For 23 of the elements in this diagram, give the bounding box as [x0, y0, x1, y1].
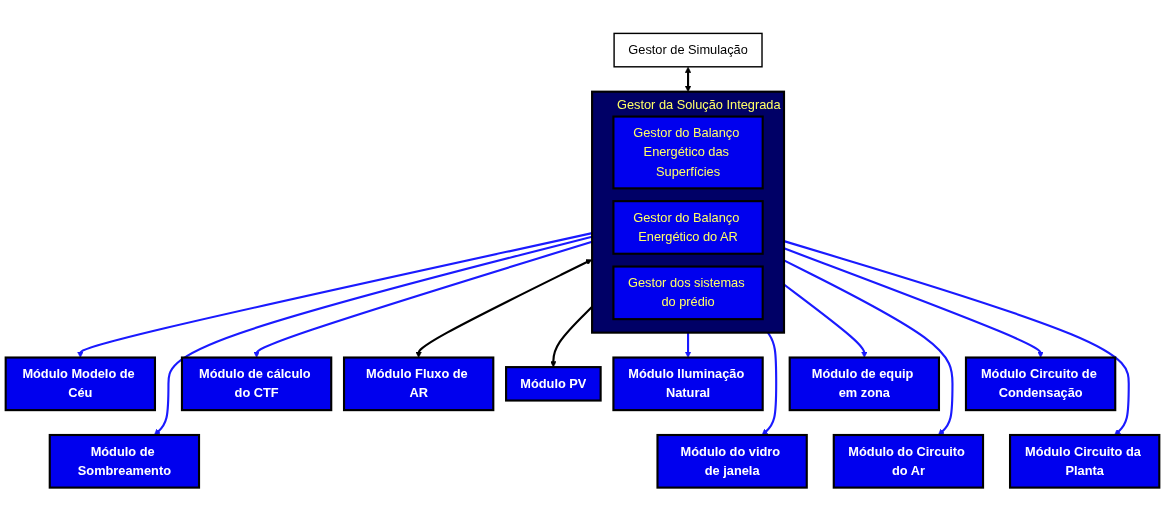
arrow: [761, 332, 778, 436]
arrow: [550, 306, 593, 368]
node-box: Módulo PV: [505, 366, 602, 402]
node-box: Gestor do Balanço Energético do AR: [612, 200, 764, 255]
node-box: Módulo de cálculo do CTF: [180, 356, 333, 412]
node-box: Gestor dos sistemas do prédio: [612, 265, 764, 321]
arrow: [684, 66, 692, 92]
node-box: Gestor de Simulação: [613, 32, 763, 68]
node-box: Módulo de equip em zona: [788, 356, 941, 412]
node-box: Módulo do Circuito do Ar: [832, 433, 985, 489]
arrow: [684, 332, 692, 358]
arrow: [154, 235, 593, 436]
arrow: [253, 240, 593, 358]
node-box: Módulo Fluxo de AR: [342, 356, 495, 412]
node-box: Módulo de Sombreamento: [48, 433, 201, 489]
node-box: Módulo Modelo de Céu: [4, 356, 156, 412]
node-box: Gestor do Balanço Energético das Superfícies: [612, 115, 764, 190]
node-box: Módulo Circuito da Planta: [1009, 433, 1161, 489]
node-box: Módulo do vidro de janela: [656, 433, 808, 489]
arrow: [77, 232, 593, 358]
arrow: [415, 259, 593, 358]
node-box: Módulo Iluminação Natural: [612, 356, 764, 412]
node-box: Módulo Circuito de Condensação: [964, 356, 1117, 412]
